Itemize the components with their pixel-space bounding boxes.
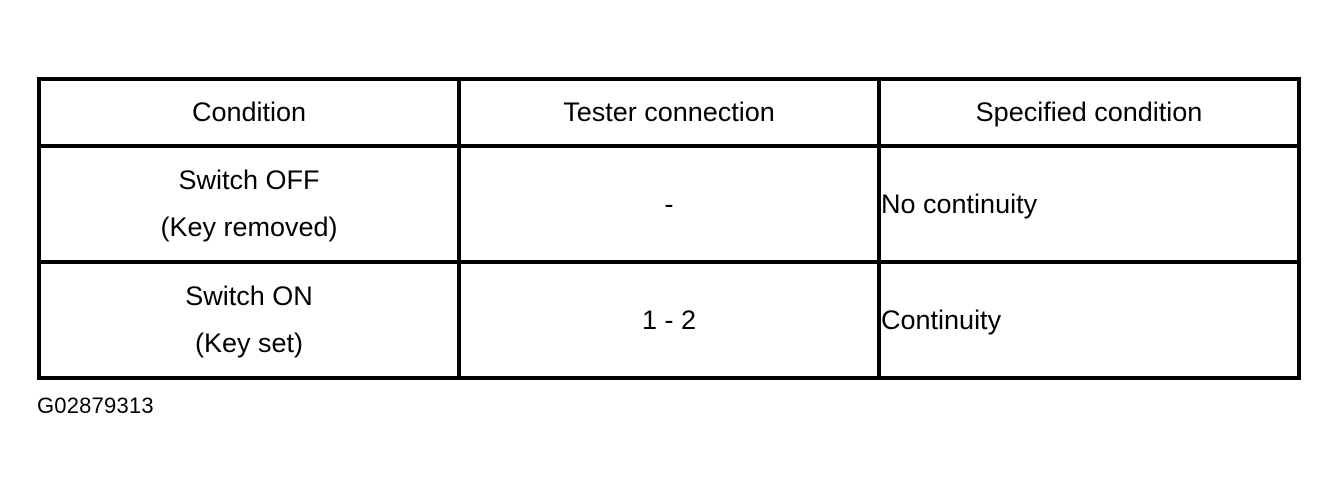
cell-tester-connection-row2: 1 - 2 xyxy=(457,260,881,380)
condition-line-secondary-row1: (Key removed) xyxy=(160,212,338,242)
condition-line-primary-row2: Switch ON xyxy=(185,281,313,312)
cell-specified-condition-row1: No continuity xyxy=(877,144,1301,264)
condition-line-secondary-row2: (Key set) xyxy=(194,328,304,358)
cell-condition-row1: Switch OFF (Key removed) xyxy=(37,144,461,264)
column-header-specified-condition: Specified condition xyxy=(877,77,1301,148)
specification-table: Condition Tester connection Specified co… xyxy=(37,77,1301,380)
condition-stack-row1: Switch OFF (Key removed) xyxy=(41,163,457,244)
cell-tester-connection-row1: - xyxy=(457,144,881,264)
column-header-condition: Condition xyxy=(37,77,461,148)
figure-id-label: G02879313 xyxy=(37,393,154,418)
table-row: Switch ON (Key set) 1 - 2 Continuity xyxy=(37,260,1301,380)
table-header-row: Condition Tester connection Specified co… xyxy=(37,77,1301,148)
condition-line-primary-row1: Switch OFF xyxy=(178,165,320,196)
column-header-tester-connection: Tester connection xyxy=(457,77,881,148)
cell-specified-condition-row2: Continuity xyxy=(877,260,1301,380)
table-row: Switch OFF (Key removed) - No continuity xyxy=(37,144,1301,264)
cell-condition-row2: Switch ON (Key set) xyxy=(37,260,461,380)
condition-stack-row2: Switch ON (Key set) xyxy=(41,279,457,360)
